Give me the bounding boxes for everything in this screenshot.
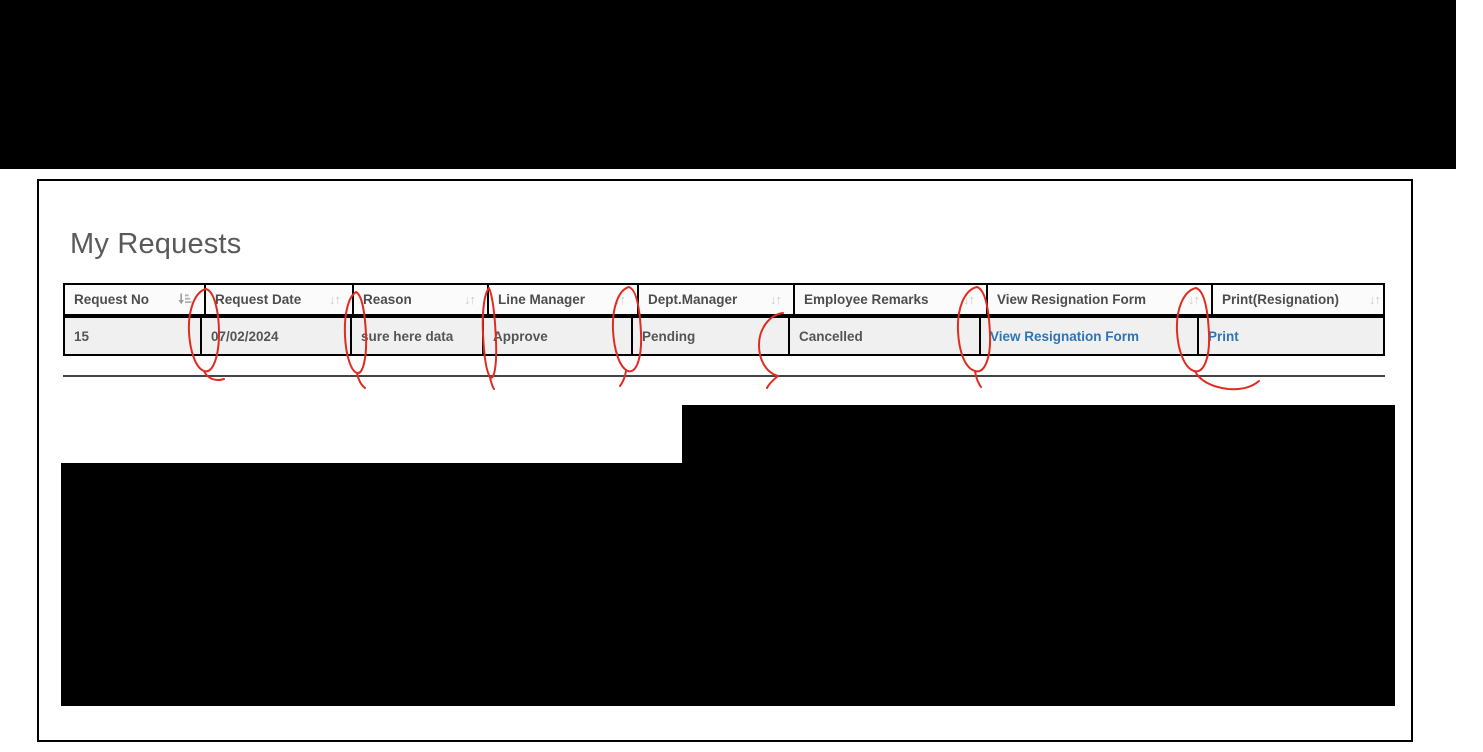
sort-toggle-icon: ↓↑ <box>614 292 626 307</box>
column-header-label: Print(Resignation) <box>1222 292 1339 307</box>
sort-toggle-icon: ↓↑ <box>329 292 341 307</box>
table-row: 15 07/02/2024 sure here data Approve Pen… <box>63 316 1385 356</box>
column-header-label: Dept.Manager <box>648 292 738 307</box>
cell-view-resignation-form: View Resignation Form <box>981 318 1199 354</box>
column-header-reason[interactable]: Reason ↓↑ <box>354 285 489 314</box>
column-header-label: Line Manager <box>498 292 586 307</box>
sort-toggle-icon: ↓↑ <box>464 292 476 307</box>
sort-toggle-icon: ↓↑ <box>770 292 782 307</box>
table-bottom-rule <box>63 375 1385 377</box>
content-redaction-block-lower <box>61 463 1395 706</box>
request-no-value: 15 <box>74 328 90 344</box>
column-header-label: Request Date <box>215 292 302 307</box>
sort-amount-ascending-icon <box>177 292 192 307</box>
line-manager-value: Approve <box>493 328 548 344</box>
dept-manager-value: Pending <box>642 328 696 344</box>
page-title: My Requests <box>70 228 242 260</box>
column-header-print-resignation[interactable]: Print(Resignation) ↓↑ <box>1213 285 1383 314</box>
column-header-employee-remarks[interactable]: Employee Remarks ↓↑ <box>795 285 988 314</box>
column-header-label: Request No <box>74 292 150 307</box>
sort-toggle-icon: ↓↑ <box>1188 292 1200 307</box>
column-header-line-manager[interactable]: Line Manager ↓↑ <box>489 285 639 314</box>
content-redaction-block-upper <box>682 405 1395 463</box>
cell-line-manager: Approve <box>484 318 633 354</box>
column-header-label: Reason <box>363 292 412 307</box>
view-resignation-form-link[interactable]: View Resignation Form <box>990 328 1140 344</box>
reason-value: sure here data <box>361 328 454 344</box>
cell-request-date: 07/02/2024 <box>202 318 352 354</box>
print-link[interactable]: Print <box>1208 328 1239 344</box>
cell-dept-manager: Pending <box>633 318 790 354</box>
cell-employee-remarks: Cancelled <box>790 318 981 354</box>
sort-toggle-icon: ↓↑ <box>1369 292 1381 307</box>
top-redaction-block <box>0 0 1456 169</box>
sort-toggle-icon: ↓↑ <box>963 292 975 307</box>
table-header-row: Request No Request Date ↓↑ Reason ↓↑ Lin… <box>63 283 1385 316</box>
cell-print-resignation: Print <box>1199 318 1383 354</box>
column-header-view-resignation-form[interactable]: View Resignation Form ↓↑ <box>988 285 1213 314</box>
employee-remarks-value: Cancelled <box>799 328 863 344</box>
column-header-request-no[interactable]: Request No <box>65 285 206 314</box>
column-header-request-date[interactable]: Request Date ↓↑ <box>206 285 354 314</box>
cell-reason: sure here data <box>352 318 484 354</box>
request-date-value: 07/02/2024 <box>211 328 279 344</box>
cell-request-no: 15 <box>65 318 202 354</box>
column-header-dept-manager[interactable]: Dept.Manager ↓↑ <box>639 285 795 314</box>
column-header-label: Employee Remarks <box>804 292 929 307</box>
column-header-label: View Resignation Form <box>997 292 1147 307</box>
